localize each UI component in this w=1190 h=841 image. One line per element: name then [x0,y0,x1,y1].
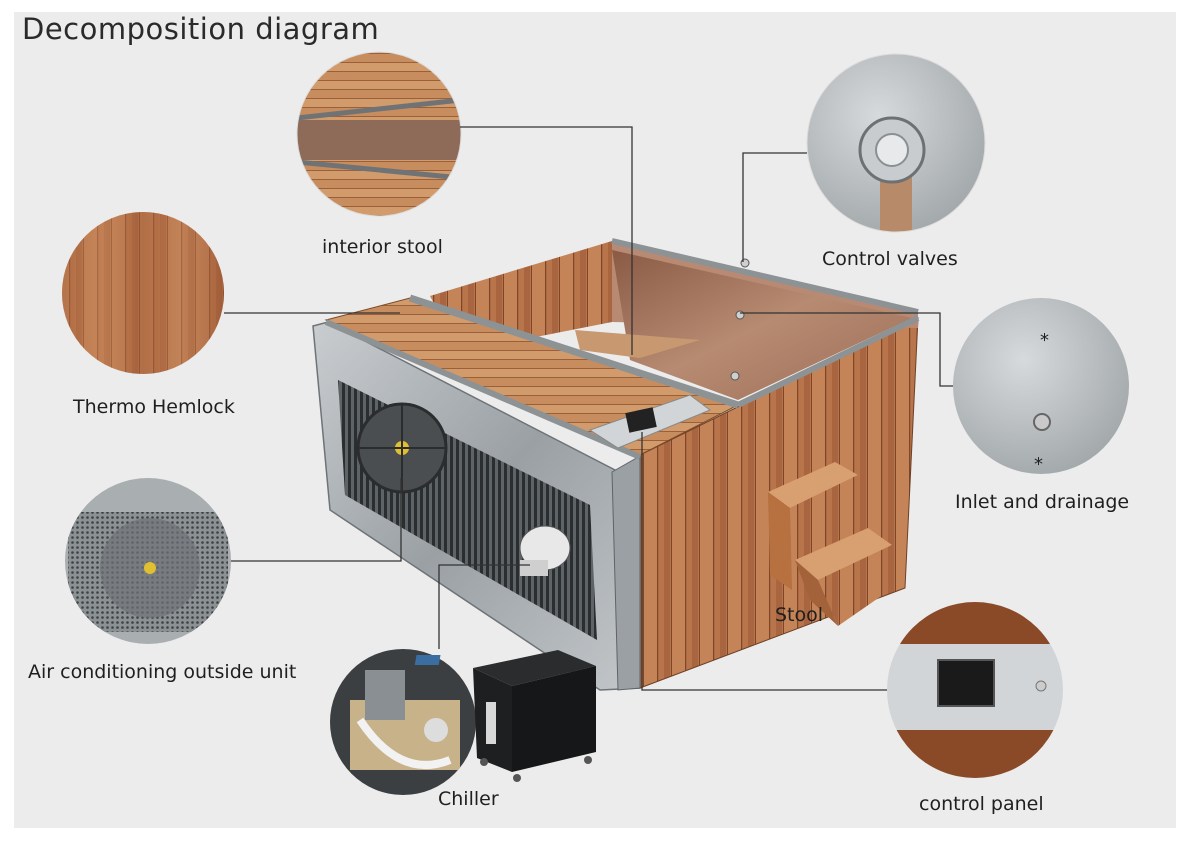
tub-interior-liner [612,250,912,400]
callout-image-thermo-hemlock [62,212,224,374]
external-steps [768,462,892,626]
label-stool: Stool [775,604,824,626]
interior-bench [575,330,700,358]
valve-icon [740,258,750,268]
callout-image-control-panel [887,602,1063,778]
label-thermo-hemlock: Thermo Hemlock [73,396,235,418]
label-control-valves: Control valves [822,248,958,270]
callout-image-inlet-drainage: * * [953,298,1129,475]
svg-text:*: * [1040,330,1049,351]
label-inlet-drainage: Inlet and drainage [955,491,1130,513]
callout-image-control-valves [807,54,985,232]
hot-tub-illustration [312,238,920,691]
label-control-panel: control panel [919,793,1044,815]
callout-image-air-conditioning [65,478,231,644]
label-air-conditioning: Air conditioning outside unit [28,661,297,683]
callout-image-interior-stool [297,52,461,216]
svg-text:*: * [1034,454,1043,475]
leader-lines [224,126,953,691]
chiller-unit-icon [414,650,596,782]
control-panel-screen [625,407,657,433]
label-interior-stool: interior stool [322,236,443,258]
page-title: Decomposition diagram [22,12,380,46]
label-chiller: Chiller [438,788,499,810]
tub-steel-corner [611,455,641,691]
callout-image-chiller [330,649,476,795]
